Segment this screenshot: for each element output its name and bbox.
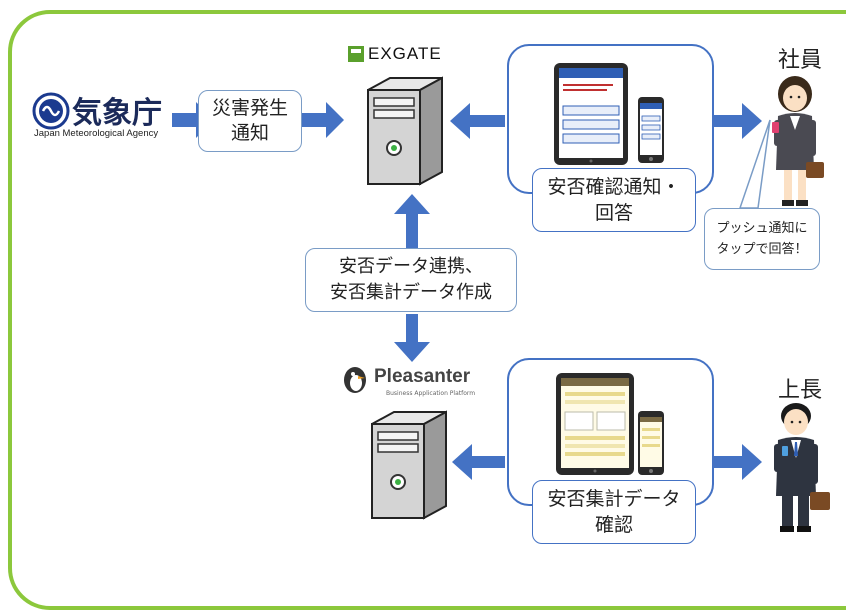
phone-survey-icon xyxy=(638,97,664,163)
arrow-panel-to-exgate xyxy=(450,103,505,139)
tablet-survey-icon xyxy=(554,63,628,165)
pleasanter-tagline: Business Application Platform xyxy=(386,390,476,397)
push-notification-callout: プッシュ通知に タップで回答！ xyxy=(704,208,820,270)
jma-logo: 気象庁 Japan Meteorological Agency xyxy=(28,88,178,148)
arrow-panel-to-boss xyxy=(712,444,762,480)
disaster-notification-callout: 災害発生 通知 xyxy=(198,90,302,152)
phone-summary-icon xyxy=(638,411,664,475)
flow-arrows xyxy=(172,102,762,480)
summary-callout: 安否集計データ 確認 xyxy=(532,480,696,544)
pleasanter-name: Pleasanter xyxy=(374,366,471,387)
disaster-label-line1: 災害発生 xyxy=(211,97,288,119)
boss-label: 上長 xyxy=(778,378,823,403)
penguin-mascot-icon xyxy=(344,367,366,393)
sync-label-line2: 安否集計データ作成 xyxy=(330,282,492,303)
sync-label-line1: 安否データ連携、 xyxy=(339,256,483,277)
employee-woman-icon xyxy=(772,76,824,206)
jma-name-jp: 気象庁 xyxy=(72,96,162,131)
exgate-server-icon xyxy=(367,76,443,186)
arrow-panel-to-pleasanter xyxy=(452,444,505,480)
confirm-label-line2: 回答 xyxy=(594,202,633,224)
arrow-panel-to-employee xyxy=(712,103,762,139)
exgate-name: EXGATE xyxy=(368,44,442,63)
arrow-sync-up xyxy=(394,194,430,248)
jma-name-en: Japan Meteorological Agency xyxy=(34,128,159,139)
pleasanter-logo: Pleasanter Business Application Platform xyxy=(340,362,490,402)
confirm-label-line1: 安否確認通知・ xyxy=(547,176,681,198)
employee-label: 社員 xyxy=(778,48,823,73)
push-label-line2: タップで回答！ xyxy=(716,242,808,257)
arrow-disaster-to-exgate xyxy=(302,102,344,138)
summary-label-line1: 安否集計データ xyxy=(547,488,681,510)
summary-label-line2: 確認 xyxy=(594,514,633,536)
push-callout-pointer xyxy=(738,119,771,209)
arrow-sync-down xyxy=(394,314,430,362)
pleasanter-server-icon xyxy=(371,410,447,520)
push-label-line1: プッシュ通知に xyxy=(716,221,808,236)
data-sync-callout: 安否データ連携、 安否集計データ作成 xyxy=(305,248,517,312)
tablet-summary-icon xyxy=(556,373,634,475)
boss-man-icon xyxy=(774,403,830,532)
confirmation-callout: 安否確認通知・ 回答 xyxy=(532,168,696,232)
disaster-label-line2: 通知 xyxy=(230,122,269,144)
exgate-mark-icon xyxy=(348,46,364,62)
jma-emblem-icon xyxy=(32,92,70,130)
